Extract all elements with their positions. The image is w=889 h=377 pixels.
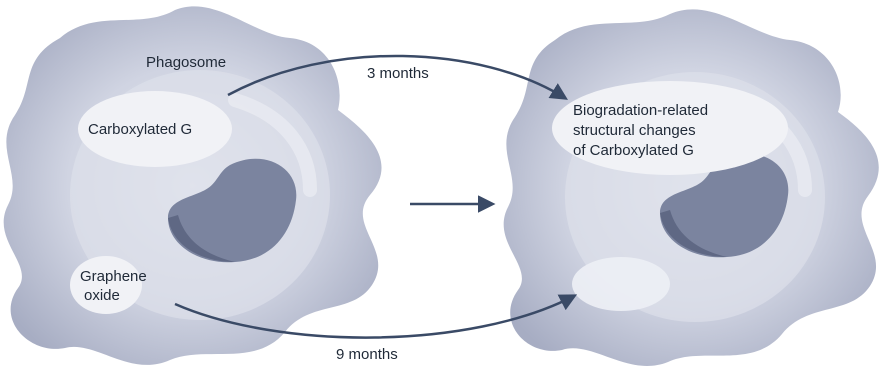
- graphene-oxide-vesicle: [70, 256, 142, 314]
- carboxylated-g-label: Carboxylated G: [88, 121, 192, 138]
- remaining-graphene-oxide-vesicle: [572, 257, 670, 311]
- nine-months-label: 9 months: [336, 346, 398, 363]
- graphene-oxide-label-line2: oxide: [84, 287, 120, 304]
- three-months-label: 3 months: [367, 65, 429, 82]
- graphene-oxide-label-line1: Graphene: [80, 268, 147, 285]
- result-label-line2: structural changes: [573, 122, 696, 139]
- result-label-line3: of Carboxylated G: [573, 142, 694, 159]
- phagosome-label: Phagosome: [146, 54, 226, 71]
- result-label-line1: Biogradation-related: [573, 102, 708, 119]
- right-macrophage-cell: [504, 9, 879, 366]
